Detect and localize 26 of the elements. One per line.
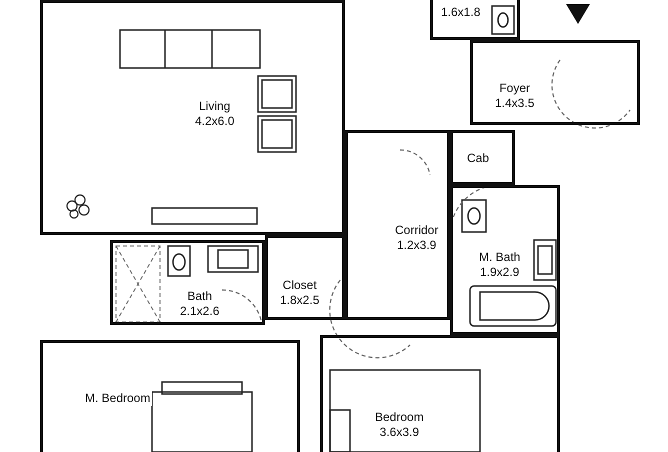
room-name: Corridor [395, 223, 438, 238]
room-label: M. Bedroom [85, 391, 150, 406]
room-name: Living [198, 99, 232, 114]
room-label: 1.6x1.8 [441, 5, 480, 20]
room-outline [470, 40, 640, 125]
room-dimensions: 1.4x3.5 [495, 96, 534, 111]
room-dimensions: 1.9x2.9 [479, 265, 520, 280]
room-name: Foyer [498, 81, 532, 96]
room-outline [320, 335, 560, 452]
room-label: Cab [467, 151, 490, 166]
room-outline [450, 130, 515, 185]
room-name: M. Bath [479, 250, 520, 265]
room-outline [450, 185, 560, 335]
room-dimensions: 3.6x3.9 [378, 425, 420, 440]
room-outline [40, 0, 345, 235]
room-name: Bath [186, 289, 214, 304]
room-name: Bedroom [375, 410, 424, 425]
room-dimensions: 2.1x2.6 [180, 304, 220, 319]
room-outline [40, 340, 300, 452]
room-outline [345, 130, 450, 320]
room-dimensions: 1.2x3.9 [396, 238, 438, 253]
room-name: Closet [282, 278, 318, 293]
room-outline [265, 235, 345, 320]
room-outline [110, 240, 265, 325]
room-dimensions: 4.2x6.0 [195, 114, 234, 129]
room-dimensions: 1.8x2.5 [280, 293, 320, 308]
